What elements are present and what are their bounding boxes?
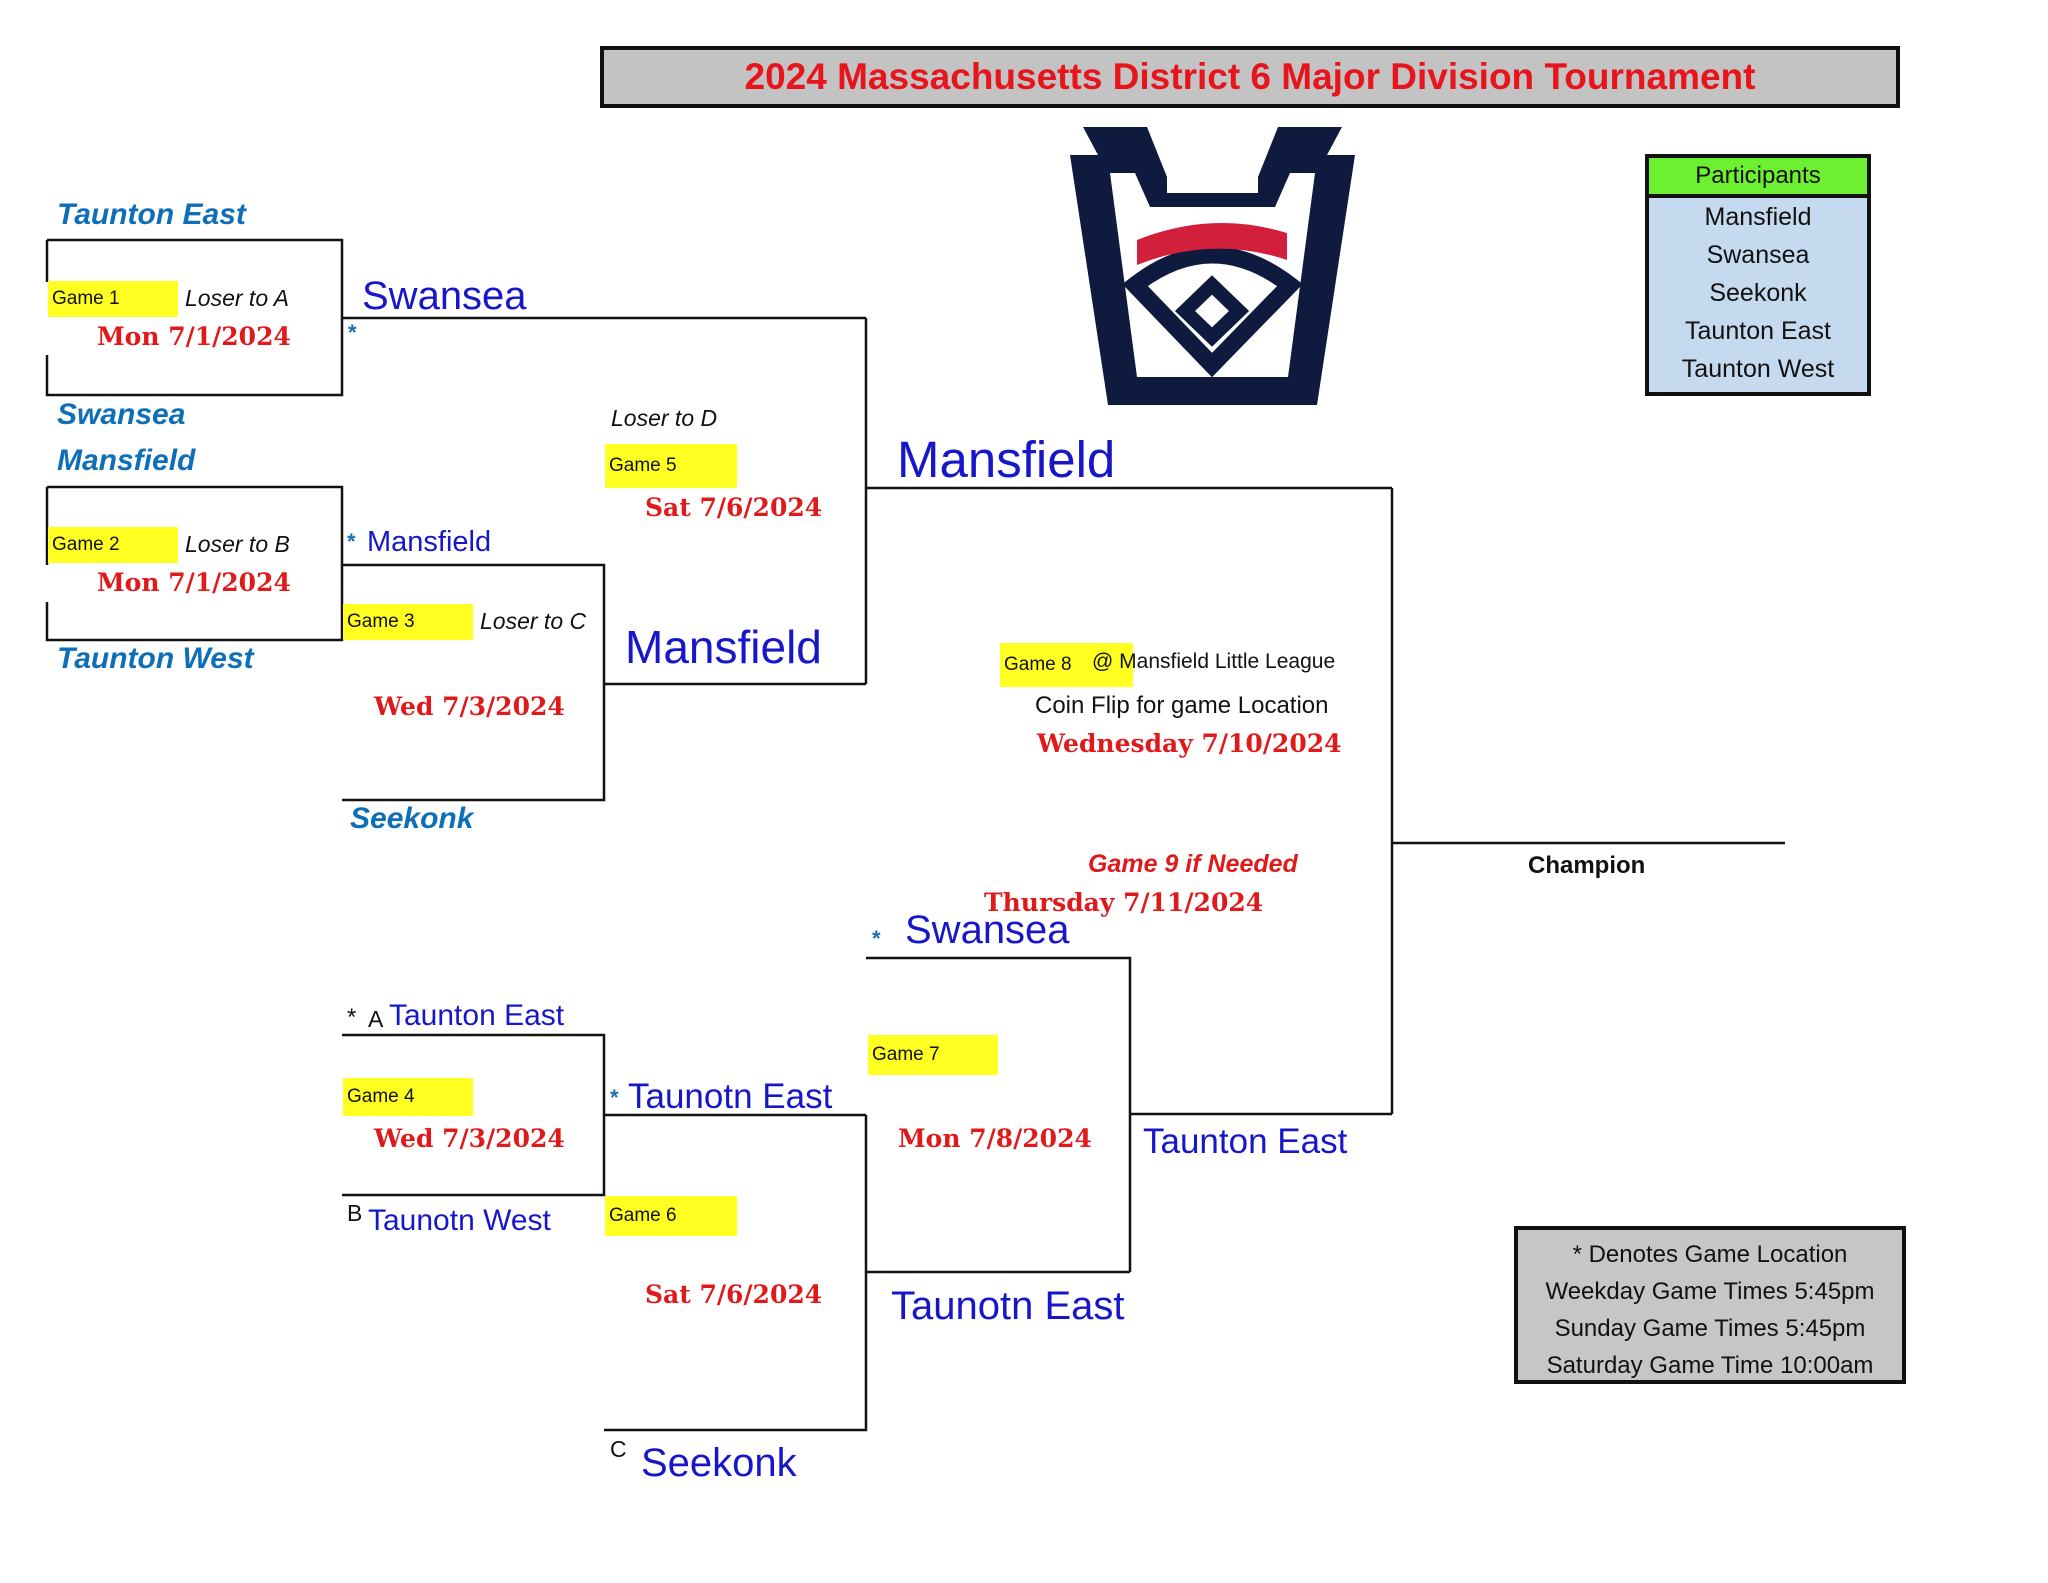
location-asterisk: * xyxy=(348,320,357,345)
game9-label: Game 9 if Needed xyxy=(1088,850,1298,878)
participant-item: Taunton West xyxy=(1681,355,1835,383)
seed-swansea: Swansea xyxy=(57,398,186,431)
game1-date: Mon 7/1/2024 xyxy=(97,322,291,351)
location-asterisk: * xyxy=(872,926,881,951)
game1-loser-note: Loser to A xyxy=(185,285,289,311)
notes-line: Weekday Game Times 5:45pm xyxy=(1545,1278,1875,1305)
game8-label: Game 8 xyxy=(1000,643,1133,687)
game8-date: Wednesday 7/10/2024 xyxy=(1037,729,1342,758)
game6-winner: Taunotn East xyxy=(891,1284,1125,1328)
seed-taunton-east: Taunton East xyxy=(57,198,246,231)
game2-date: Mon 7/1/2024 xyxy=(97,568,291,597)
notes-line: * Denotes Game Location xyxy=(1572,1241,1848,1268)
game2-loser-note: Loser to B xyxy=(185,531,290,557)
game3-winner: Mansfield xyxy=(625,621,822,673)
game4-date: Wed 7/3/2024 xyxy=(374,1124,565,1153)
location-asterisk: * xyxy=(610,1085,619,1110)
game3-date: Wed 7/3/2024 xyxy=(374,692,565,721)
game4-slot-b-prefix: B xyxy=(347,1200,363,1226)
location-asterisk: * xyxy=(347,1004,357,1031)
participant-item: Swansea xyxy=(1706,241,1810,269)
game2-label: Game 2 xyxy=(48,527,178,563)
participant-item: Mansfield xyxy=(1704,203,1812,231)
game5-loser-note: Loser to D xyxy=(611,405,718,431)
game6-label: Game 6 xyxy=(605,1196,737,1236)
game4-slot-a-prefix: A xyxy=(368,1006,384,1032)
game8-label-text: Game 8 xyxy=(1004,654,1072,675)
game6-slot-c: Seekonk xyxy=(641,1441,797,1485)
game8-note: Coin Flip for game Location xyxy=(1035,692,1329,719)
game4-slot-a: Taunton East xyxy=(389,999,565,1032)
game5-label: Game 5 xyxy=(605,444,737,488)
game1-seed-box xyxy=(45,238,344,397)
game4-slot-b: Taunotn West xyxy=(368,1204,551,1237)
tournament-title: 2024 Massachusetts District 6 Major Divi… xyxy=(600,46,1900,108)
game5-winner: Mansfield xyxy=(897,431,1116,488)
game7-slot-top: Swansea xyxy=(905,908,1070,952)
participant-item: Seekonk xyxy=(1709,279,1807,307)
game9-date: Thursday 7/11/2024 xyxy=(984,888,1264,917)
participants-header: Participants xyxy=(1649,158,1867,198)
game5-date: Sat 7/6/2024 xyxy=(645,493,823,522)
game2-winner: Mansfield xyxy=(367,526,492,558)
game7-bracket xyxy=(866,956,1132,1272)
seed-taunton-west: Taunton West xyxy=(57,642,254,675)
participants-box: Participants Mansfield Swansea Seekonk T… xyxy=(1645,154,1871,396)
little-league-keystone-icon xyxy=(1070,127,1355,405)
game6-date: Sat 7/6/2024 xyxy=(645,1280,823,1309)
notes-line: Saturday Game Time 10:00am xyxy=(1546,1352,1874,1379)
participant-item: Taunton East xyxy=(1685,317,1831,345)
notes-box: * Denotes Game Location Weekday Game Tim… xyxy=(1514,1226,1906,1384)
location-asterisk: * xyxy=(347,529,356,554)
game3-label: Game 3 xyxy=(343,604,473,640)
game4-label: Game 4 xyxy=(343,1078,473,1116)
game6-bracket xyxy=(604,1115,868,1432)
game4-winner: Taunotn East xyxy=(628,1077,833,1116)
seed-mansfield: Mansfield xyxy=(57,444,196,477)
game2-seed-box xyxy=(45,485,344,642)
seed-seekonk: Seekonk xyxy=(350,802,474,835)
champion-label: Champion xyxy=(1528,852,1646,879)
game7-label: Game 7 xyxy=(868,1035,998,1075)
game3-bracket xyxy=(342,563,606,802)
game1-label: Game 1 xyxy=(48,281,178,317)
notes-line: Sunday Game Times 5:45pm xyxy=(1554,1315,1866,1342)
game1-winner: Swansea xyxy=(362,274,527,318)
game7-date: Mon 7/8/2024 xyxy=(898,1124,1092,1153)
game6-slot-c-prefix: C xyxy=(610,1436,627,1462)
game8-location: @ Mansfield Little League xyxy=(1092,650,1336,673)
game7-winner: Taunton East xyxy=(1143,1122,1348,1161)
game3-loser-note: Loser to C xyxy=(480,608,587,634)
